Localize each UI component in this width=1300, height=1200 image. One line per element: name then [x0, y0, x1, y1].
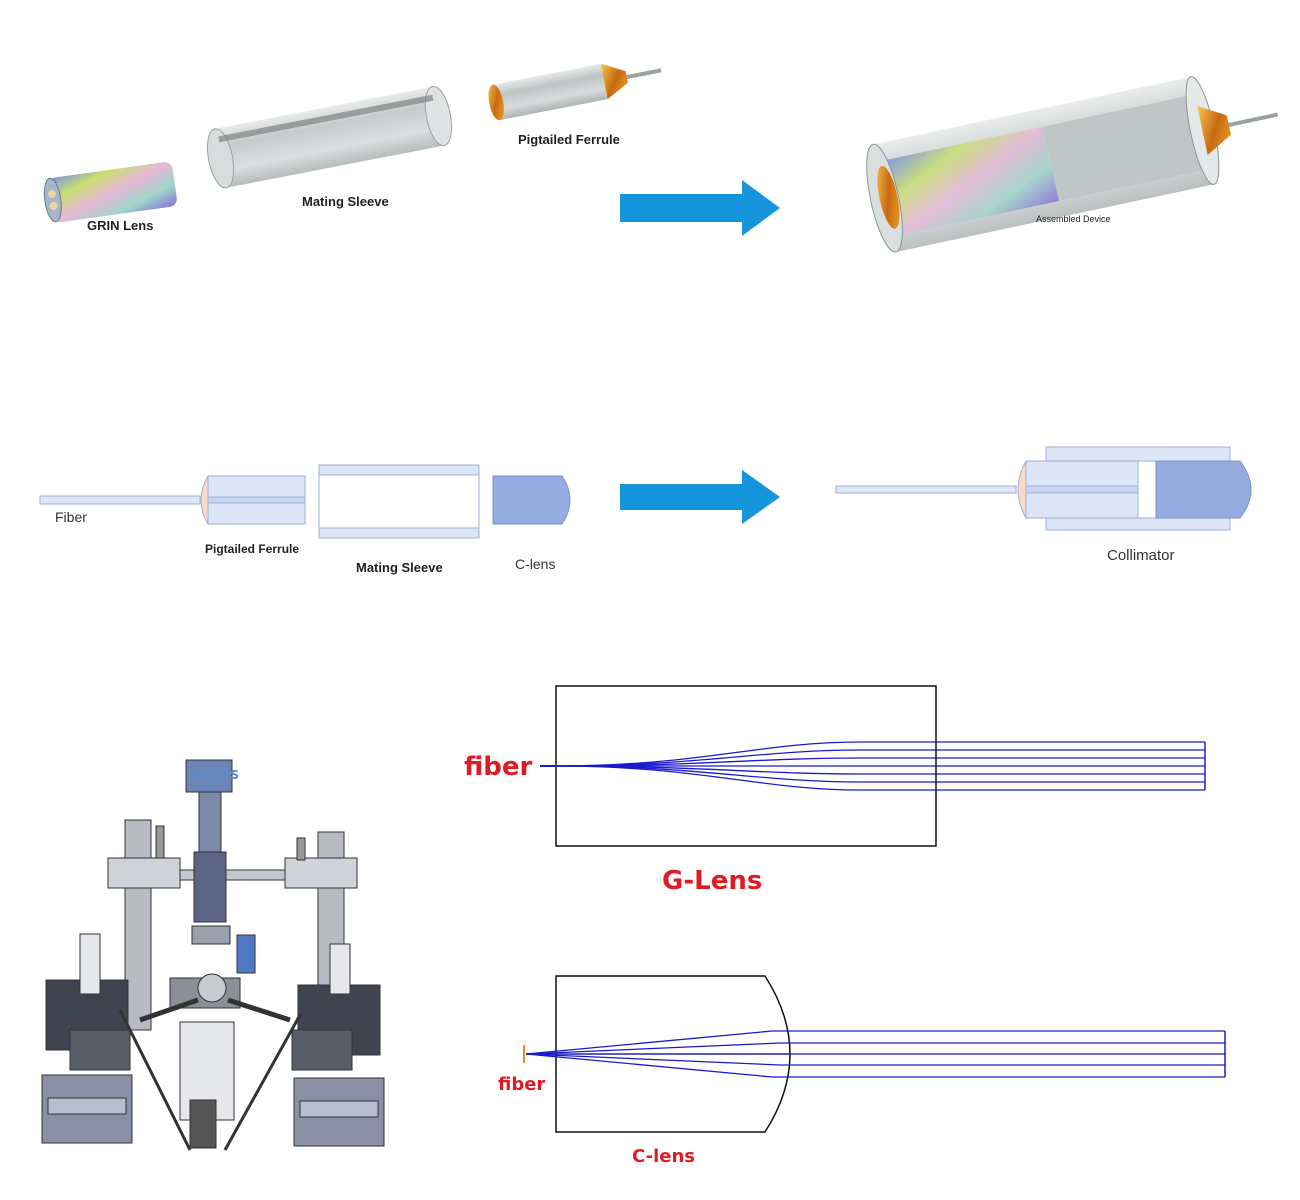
schematic-c-lens-label: C-lens	[515, 556, 556, 572]
schematic-mating-sleeve-label: Mating Sleeve	[356, 560, 443, 575]
pigtailed-ferrule-label: Pigtailed Ferrule	[518, 132, 620, 147]
assembly-arrow-1	[620, 180, 780, 236]
mating-sleeve-image	[206, 85, 453, 189]
fiber-label: Fiber	[55, 509, 87, 525]
c-fiber-label: fiber	[498, 1074, 546, 1095]
assembly-arrow-2	[620, 470, 780, 524]
c-lens-label: C-lens	[632, 1146, 695, 1167]
assembled-device-image	[866, 76, 1279, 253]
grin-lens-label: GRIN Lens	[87, 218, 154, 233]
camera-stamp: PLCTS	[193, 768, 241, 782]
c-lens-rays	[525, 1030, 1225, 1078]
mating-sleeve-shape	[318, 464, 480, 539]
collimator-label: Collimator	[1107, 547, 1175, 564]
schematic-pigtailed-ferrule-label: Pigtailed Ferrule	[205, 542, 300, 556]
grin-lens-image	[43, 162, 177, 223]
alignment-machine-image	[41, 759, 385, 1151]
pigtailed-ferrule-image	[488, 63, 662, 121]
c-lens-ray	[525, 1030, 1225, 1055]
c-lens-ray	[525, 1053, 1225, 1066]
assembled-device-label: Assembled Device	[1036, 214, 1111, 224]
pigtailed-ferrule-shape	[200, 474, 306, 526]
c-lens-outline	[555, 975, 791, 1133]
fiber-line	[39, 495, 201, 505]
g-lens-rays	[555, 741, 1205, 791]
g-lens-label: G-Lens	[662, 866, 763, 896]
collimator-shape	[835, 446, 1252, 531]
c-lens-ray	[525, 1053, 1225, 1078]
g-lens-ray	[555, 765, 1205, 791]
camera-icon	[185, 759, 233, 793]
g-lens-ray	[555, 741, 1205, 767]
c-lens-shape	[492, 475, 571, 525]
g-fiber-label: fiber	[464, 752, 533, 782]
c-lens-ray	[525, 1042, 1225, 1055]
mating-sleeve-label: Mating Sleeve	[302, 194, 389, 209]
